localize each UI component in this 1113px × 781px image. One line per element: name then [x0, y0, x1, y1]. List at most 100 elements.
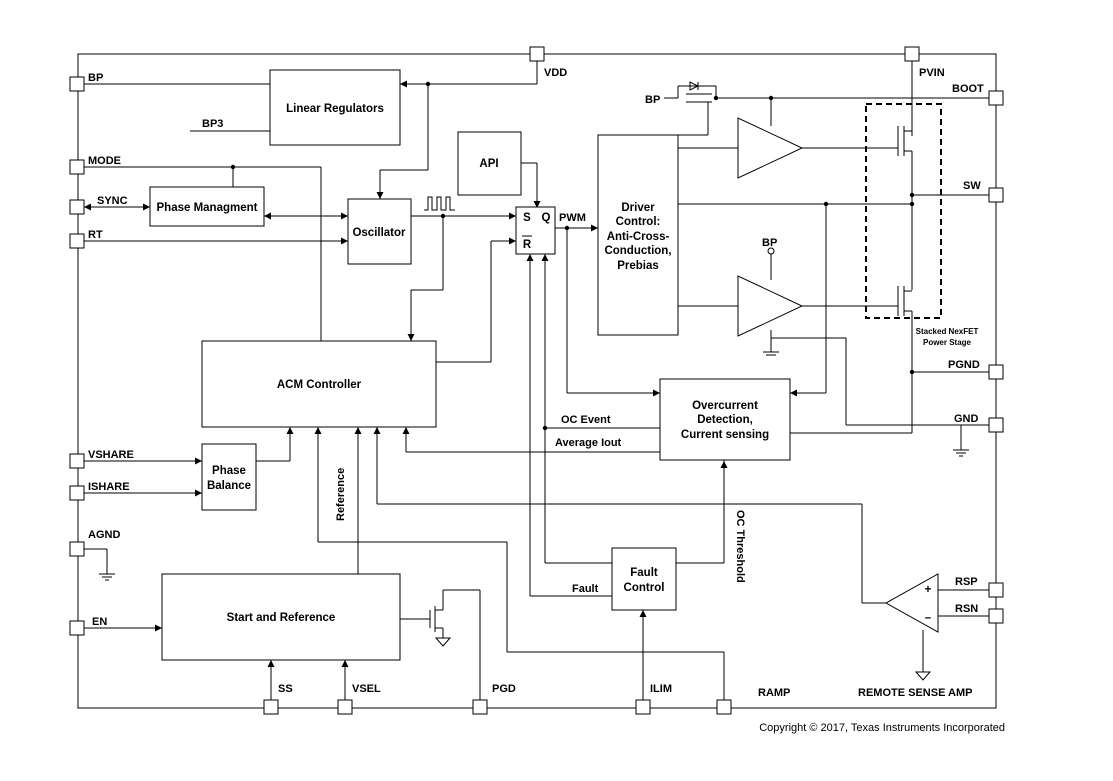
junctions	[230, 81, 915, 431]
average-iout-label: Average Iout	[555, 437, 622, 449]
pin-rt-label: RT	[88, 229, 103, 241]
pin-vsel-label: VSEL	[352, 683, 381, 695]
latch-r-label: R	[523, 239, 532, 251]
fault-control-line-2: Control	[624, 582, 665, 594]
driver-line-4: Conduction,	[604, 245, 671, 257]
pin-en-label: EN	[92, 616, 107, 628]
pin-squares	[69, 46, 1004, 715]
pin-mode	[69, 159, 85, 175]
pin-sync	[69, 199, 85, 215]
pin-ishare	[69, 485, 85, 501]
signal-labels: PWM OC Event Average Iout Fault Referenc…	[335, 212, 973, 699]
pin-bp3-label: BP3	[202, 118, 223, 130]
oscillator-block: Oscillator	[347, 198, 412, 265]
pin-pgd	[472, 699, 488, 715]
wires	[84, 61, 996, 700]
pin-sync-label: SYNC	[97, 195, 128, 207]
pin-bp-driver-label: BP	[645, 94, 660, 106]
oscillator-label: Oscillator	[352, 227, 406, 239]
phase-management-label: Phase Managment	[157, 202, 258, 214]
remote-sense-amp	[884, 573, 939, 633]
linear-regulators-label: Linear Regulators	[286, 103, 384, 115]
pin-vsel	[337, 699, 353, 715]
fault-label: Fault	[572, 583, 599, 595]
start-reference-label: Start and Reference	[227, 612, 336, 624]
pin-agnd	[69, 541, 85, 557]
low-side-driver-amp	[737, 275, 804, 337]
driver-line-5: Prebias	[617, 260, 659, 272]
driver-control-block: Driver Control: Anti-Cross- Conduction, …	[597, 134, 679, 336]
pin-sw	[988, 187, 1004, 203]
pin-boot	[988, 90, 1004, 106]
pin-mode-label: MODE	[88, 155, 121, 167]
pin-bp	[69, 76, 85, 92]
pin-ss-label: SS	[278, 683, 293, 695]
power-stage-line-2: Power Stage	[923, 338, 972, 347]
pin-en	[69, 620, 85, 636]
pin-vshare	[69, 453, 85, 469]
amp-plus-label: +	[925, 584, 932, 596]
latch-s-label: S	[523, 212, 531, 224]
pin-pvin-label: PVIN	[919, 67, 945, 79]
pin-ilim	[635, 699, 651, 715]
acm-controller-block: ACM Controller	[201, 340, 437, 428]
pin-vdd-label: VDD	[544, 67, 567, 79]
reference-label: Reference	[335, 468, 347, 521]
pin-gnd-label: GND	[954, 413, 979, 425]
pin-vdd	[529, 46, 545, 62]
fault-control-block: Fault Control	[611, 547, 677, 611]
driver-line-2: Control:	[616, 216, 661, 228]
pin-rsp	[988, 582, 1004, 598]
pin-rt	[69, 233, 85, 249]
pin-gnd	[988, 417, 1004, 433]
pin-bp-lowside-label: BP	[762, 237, 777, 249]
latch-q-label: Q	[542, 212, 551, 224]
pin-ishare-label: ISHARE	[88, 481, 130, 493]
power-stage-line-1: Stacked NexFET	[916, 327, 979, 336]
pin-vshare-label: VSHARE	[88, 449, 134, 461]
oc-event-label: OC Event	[561, 414, 611, 426]
pin-pgnd	[988, 364, 1004, 380]
pin-ss	[263, 699, 279, 715]
pin-ramp-label: RAMP	[758, 687, 790, 699]
start-reference-block: Start and Reference	[161, 573, 401, 661]
fault-control-line-1: Fault	[630, 567, 658, 579]
pin-rsp-label: RSP	[955, 576, 978, 588]
overcurrent-line-3: Current sensing	[681, 429, 769, 441]
sr-latch: S Q R	[515, 206, 556, 255]
pin-ramp	[716, 699, 732, 715]
phase-management-block: Phase Managment	[149, 186, 265, 227]
copyright-text: Copyright © 2017, Texas Instruments Inco…	[759, 722, 1005, 734]
api-label: API	[479, 158, 498, 170]
driver-line-1: Driver	[621, 202, 655, 214]
pin-rsn	[988, 608, 1004, 624]
pin-labels: BP BP3 MODE SYNC RT VSHARE ISHARE AGND E…	[88, 67, 984, 699]
clock-pulse-icon	[424, 196, 455, 211]
phase-balance-block: Phase Balance	[201, 443, 257, 511]
power-stage-outline	[865, 103, 942, 319]
oc-threshold-label: OC Threshold	[734, 510, 746, 583]
acm-controller-label: ACM Controller	[277, 379, 362, 391]
high-side-driver-amp	[737, 117, 804, 179]
pin-agnd-label: AGND	[88, 529, 120, 541]
overcurrent-line-1: Overcurrent	[692, 400, 758, 412]
amp-minus-label: –	[925, 612, 932, 624]
api-block: API	[457, 131, 522, 196]
pin-pvin	[904, 46, 920, 62]
overcurrent-block: Overcurrent Detection, Current sensing	[659, 378, 791, 461]
pin-sw-label: SW	[963, 180, 981, 192]
phase-balance-line-2: Balance	[207, 480, 251, 492]
driver-line-3: Anti-Cross-	[607, 231, 670, 243]
pin-bp-label: BP	[88, 72, 103, 84]
linear-regulators-block: Linear Regulators	[269, 69, 401, 146]
remote-sense-amp-label: REMOTE SENSE AMP	[858, 687, 973, 699]
bp-lowside-node	[767, 247, 775, 255]
pin-pgnd-label: PGND	[948, 359, 980, 371]
pin-ilim-label: ILIM	[650, 683, 672, 695]
pin-pgd-label: PGD	[492, 683, 516, 695]
phase-balance-line-1: Phase	[212, 465, 246, 477]
pin-boot-label: BOOT	[952, 83, 984, 95]
pin-rsn-label: RSN	[955, 603, 978, 615]
overcurrent-line-2: Detection,	[697, 414, 753, 426]
